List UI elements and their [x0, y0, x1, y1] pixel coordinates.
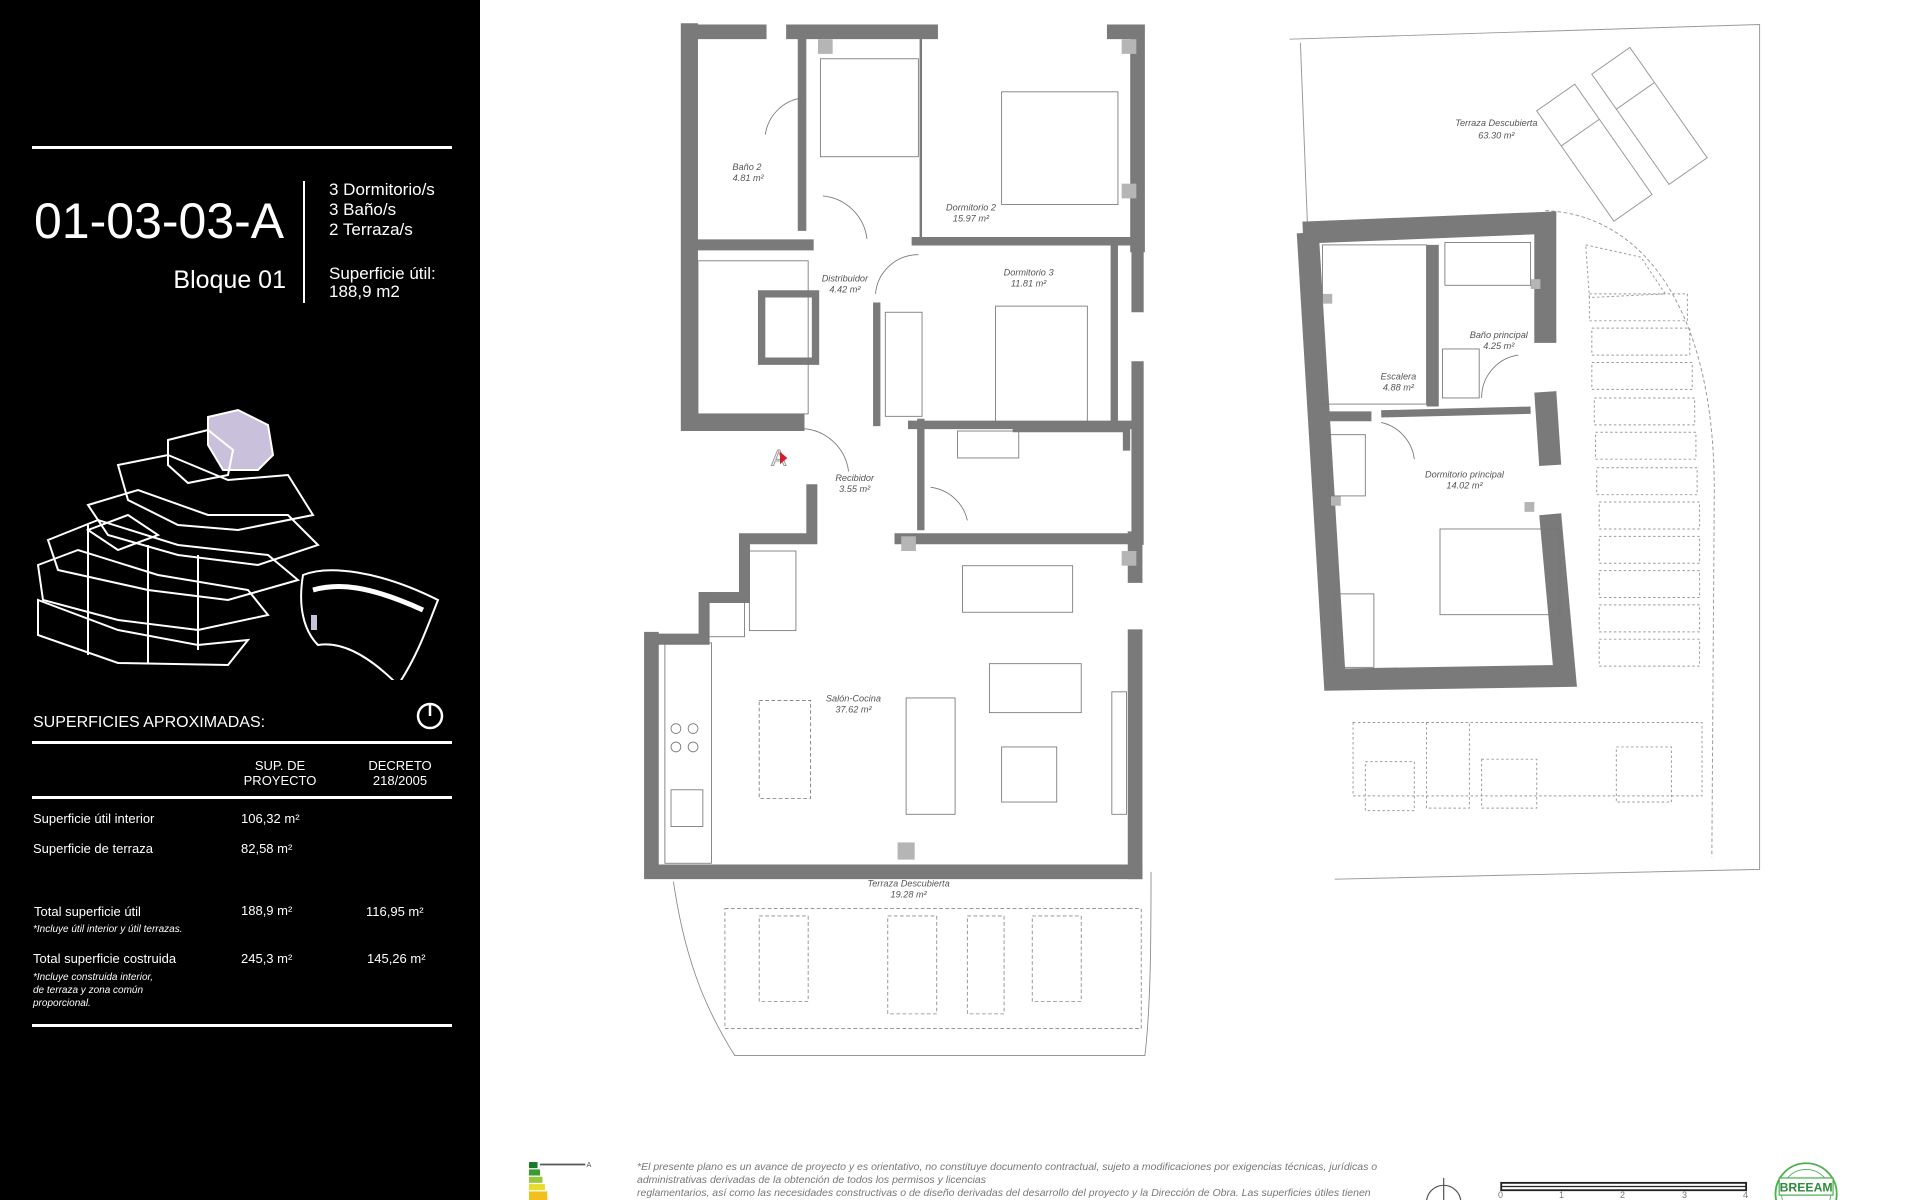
energy-rating-label: A	[528, 1160, 592, 1200]
svg-text:11.81 m²: 11.81 m²	[1011, 279, 1047, 289]
room-labels: Terraza Descubierta 63.30 m² Baño princip…	[1381, 118, 1538, 490]
info-panel: 01-03-03-A Bloque 01 3 Dormitorio/s 3 Ba…	[0, 0, 480, 1200]
scale-label: 4	[1743, 1190, 1749, 1200]
svg-text:4.42 m²: 4.42 m²	[829, 285, 861, 295]
floor-plan-lower: A Baño 24.81 m² Dormitorio 215.97 m² Dis…	[644, 23, 1152, 1056]
row-project: 82,58 m²	[241, 841, 293, 856]
feature-bathrooms: 3 Baño/s	[329, 200, 397, 219]
unit-code: 01-03-03-A	[34, 193, 285, 249]
svg-text:Dormitorio 3: Dormitorio 3	[1004, 268, 1055, 278]
highlighted-unit	[207, 408, 275, 471]
roof-terrace-outline	[1289, 23, 1761, 880]
svg-text:Dormitorio 2: Dormitorio 2	[946, 203, 996, 213]
svg-text:Baño principal: Baño principal	[1470, 330, 1529, 340]
floor-plan-upper: Terraza Descubierta 63.30 m² Baño princip…	[1289, 23, 1761, 880]
useful-area: Superficie útil: 188,9 m2	[329, 265, 436, 301]
site-plan-mini	[300, 569, 440, 680]
walls	[644, 23, 1145, 880]
sun-lounger	[1591, 46, 1708, 186]
furniture	[664, 58, 1127, 864]
svg-text:19.28 m²: 19.28 m²	[890, 890, 927, 900]
scale-label: 3	[1682, 1190, 1688, 1200]
furniture	[1322, 242, 1561, 668]
svg-text:63.30 m²: 63.30 m²	[1478, 130, 1515, 140]
svg-text:4.88 m²: 4.88 m²	[1383, 383, 1415, 393]
scale-bar	[1500, 1181, 1748, 1192]
row-label: Superficie de terraza	[33, 841, 153, 856]
feature-bedrooms: 3 Dormitorio/s	[329, 180, 435, 199]
breeam-logo-text: BREEAM	[1780, 1180, 1833, 1194]
columns	[1322, 279, 1541, 512]
svg-text:Terraza Descubierta: Terraza Descubierta	[1455, 118, 1537, 128]
svg-text:4.25 m²: 4.25 m²	[1483, 341, 1515, 351]
scale-label: 0	[1498, 1190, 1504, 1200]
svg-text:Distribuidor: Distribuidor	[822, 274, 869, 284]
row-label: Total superficie útil	[34, 904, 141, 919]
building-isometric-illustration	[36, 408, 440, 680]
row-label: Total superficie costruida	[33, 951, 177, 966]
divider	[32, 741, 452, 744]
svg-text:Dormitorio principal: Dormitorio principal	[1425, 470, 1505, 480]
row-label: Superficie útil interior	[33, 811, 155, 826]
disclaimer-text: *El presente plano es un avance de proye…	[637, 1161, 1378, 1199]
columns	[817, 39, 1137, 860]
useful-area-label: Superficie útil:	[329, 264, 436, 283]
divider	[32, 146, 452, 149]
row-project: 245,3 m²	[241, 951, 293, 966]
breeam-logo: BREEAM	[1774, 1162, 1838, 1200]
row-project: 106,32 m²	[241, 811, 300, 826]
scale-label: 1	[1559, 1190, 1565, 1200]
svg-text:Terraza Descubierta: Terraza Descubierta	[867, 879, 949, 889]
entry-arrow-icon	[780, 451, 788, 465]
scale-label: 2	[1620, 1190, 1626, 1200]
svg-text:A: A	[587, 1160, 592, 1169]
divider	[303, 181, 305, 303]
north-orientation-icon	[416, 702, 444, 730]
useful-area-value: 188,9 m2	[329, 282, 400, 301]
svg-text:Salón-Cocina: Salón-Cocina	[826, 694, 881, 704]
svg-text:15.97 m²: 15.97 m²	[953, 214, 990, 224]
svg-text:3.55 m²: 3.55 m²	[839, 484, 871, 494]
svg-text:Escalera: Escalera	[1381, 372, 1417, 382]
row-decree: 116,95 m²	[366, 904, 424, 919]
svg-text:14.02 m²: 14.02 m²	[1446, 481, 1483, 491]
surfaces-title: SUPERFICIES APROXIMADAS:	[33, 714, 266, 731]
sun-lounger	[1535, 83, 1653, 222]
row-note: *Incluye útil interior y útil terrazas.	[33, 924, 183, 935]
row-project: 188,9 m²	[241, 903, 293, 918]
divider	[32, 796, 452, 799]
walls	[1296, 211, 1577, 691]
block-name: Bloque 01	[173, 266, 286, 294]
terrace-outline	[673, 871, 1152, 1056]
room-labels: Baño 24.81 m² Dormitorio 215.97 m² Distr…	[732, 162, 1054, 899]
svg-text:4.81 m²: 4.81 m²	[733, 173, 765, 183]
row-note: *Incluye construida interior,de terraza …	[33, 972, 154, 1009]
entry-marker: A	[771, 445, 786, 470]
feature-terraces: 2 Terraza/s	[329, 220, 413, 239]
unit-features: 3 Dormitorio/s 3 Baño/s 2 Terraza/s	[329, 180, 435, 240]
row-decree: 145,26 m²	[367, 951, 426, 966]
svg-text:Recibidor: Recibidor	[835, 473, 875, 483]
svg-text:37.62 m²: 37.62 m²	[835, 705, 872, 715]
north-arrow-icon	[1426, 1177, 1462, 1200]
svg-text:Baño 2: Baño 2	[732, 162, 761, 172]
divider	[32, 1024, 452, 1027]
